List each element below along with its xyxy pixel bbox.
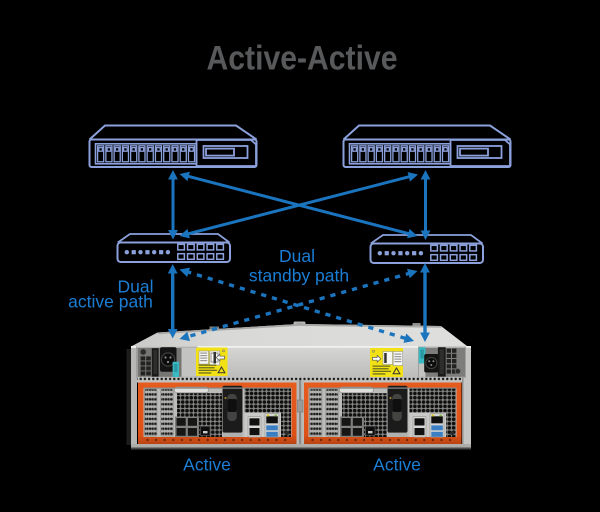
svg-text:Active: Active [183,455,231,475]
svg-text:Active: Active [373,455,421,475]
svg-text:active path: active path [68,292,153,312]
svg-text:Dual: Dual [279,246,315,266]
svg-text:Active-Active: Active-Active [207,40,398,78]
svg-text:Dual: Dual [118,277,154,297]
svg-text:standby path: standby path [249,266,349,286]
